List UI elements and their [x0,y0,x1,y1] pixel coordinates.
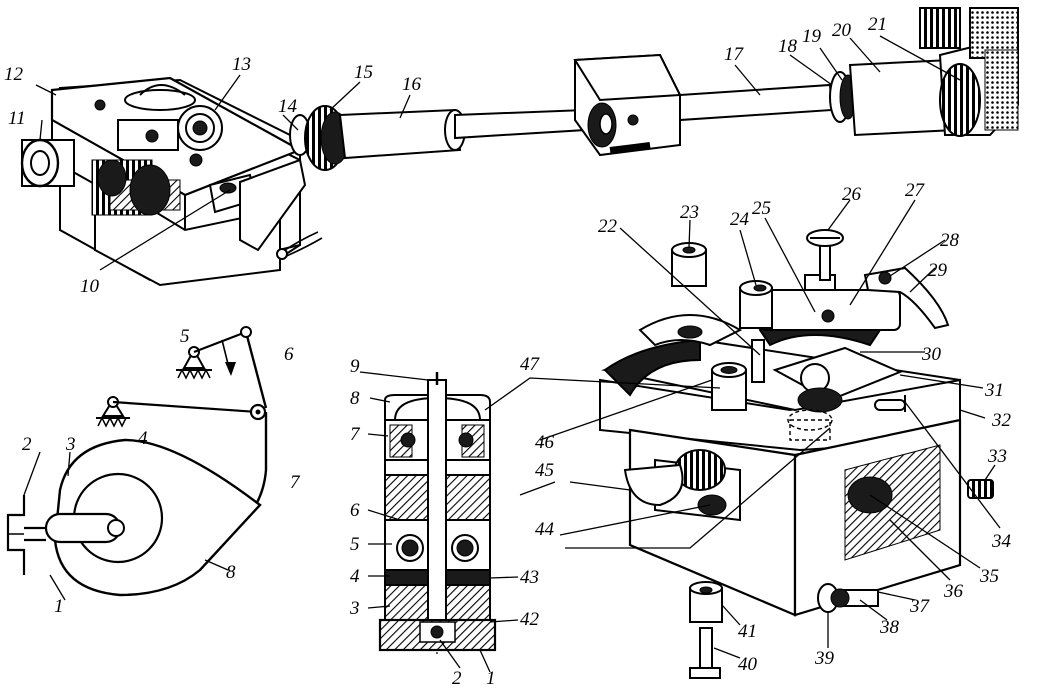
cam-label-7: 7 [290,472,301,493]
label-35: 35 [979,566,999,587]
label-28: 28 [940,230,960,251]
hub-11 [20,138,75,188]
sectional-view [378,372,497,655]
gearbox-housing [50,76,323,287]
cam-label-5: 5 [180,326,190,347]
section-label-5: 5 [350,534,360,555]
label-40: 40 [738,654,758,675]
label-16: 16 [402,74,422,95]
housing-internal-gears [91,159,181,216]
label-20: 20 [832,20,852,41]
section-label-3: 3 [349,598,360,619]
cam-mechanism-schematic [6,326,268,597]
section-label-4: 4 [350,566,360,587]
cam-label-6: 6 [284,344,294,365]
label-38: 38 [879,617,900,638]
label-15: 15 [354,62,373,83]
cam-label-1: 1 [54,596,64,617]
section-label-7: 7 [350,424,361,445]
label-22: 22 [598,216,618,237]
label-21: 21 [868,14,887,35]
label-33: 33 [987,446,1007,467]
label-32: 32 [991,410,1012,431]
leader-lines [23,35,1001,673]
label-17: 17 [724,44,745,65]
label-34: 34 [991,531,1012,552]
cam-label-3: 3 [65,434,76,455]
cam-label-4: 4 [138,428,148,449]
long-shaft [289,7,1019,171]
label-43: 43 [520,567,539,588]
label-36: 36 [943,581,964,602]
cam-label-8: 8 [226,562,236,583]
label-31: 31 [984,380,1004,401]
section-label-2: 2 [452,668,462,689]
label-14: 14 [278,96,298,117]
cam-label-2: 2 [22,434,32,455]
label-11: 11 [8,108,26,129]
label-25: 25 [752,198,771,219]
label-26: 26 [842,184,862,205]
label-44: 44 [535,519,555,540]
label-39: 39 [814,648,835,669]
label-12: 12 [4,64,24,85]
label-41: 41 [738,621,757,642]
label-13: 13 [232,54,251,75]
label-42: 42 [520,609,540,630]
label-47: 47 [520,354,541,375]
label-37: 37 [909,596,931,617]
section-label-6: 6 [350,500,360,521]
label-27: 27 [905,180,926,201]
section-label-9: 9 [350,356,360,377]
ratchet-assembly [117,84,223,167]
label-24: 24 [730,209,750,230]
section-label-1: 1 [486,668,496,689]
section-label-8: 8 [350,388,360,409]
label-30: 30 [921,344,942,365]
label-10: 10 [80,276,100,297]
label-46: 46 [535,432,555,453]
label-45: 45 [535,460,554,481]
label-18: 18 [778,36,798,57]
label-23: 23 [680,202,699,223]
label-19: 19 [802,26,822,47]
ground-pivot-4 [96,396,130,428]
label-29: 29 [928,260,948,281]
part-labels: 12 11 13 14 15 16 17 18 19 20 21 10 22 2… [4,14,1012,689]
tool-post-assembly [599,229,994,679]
